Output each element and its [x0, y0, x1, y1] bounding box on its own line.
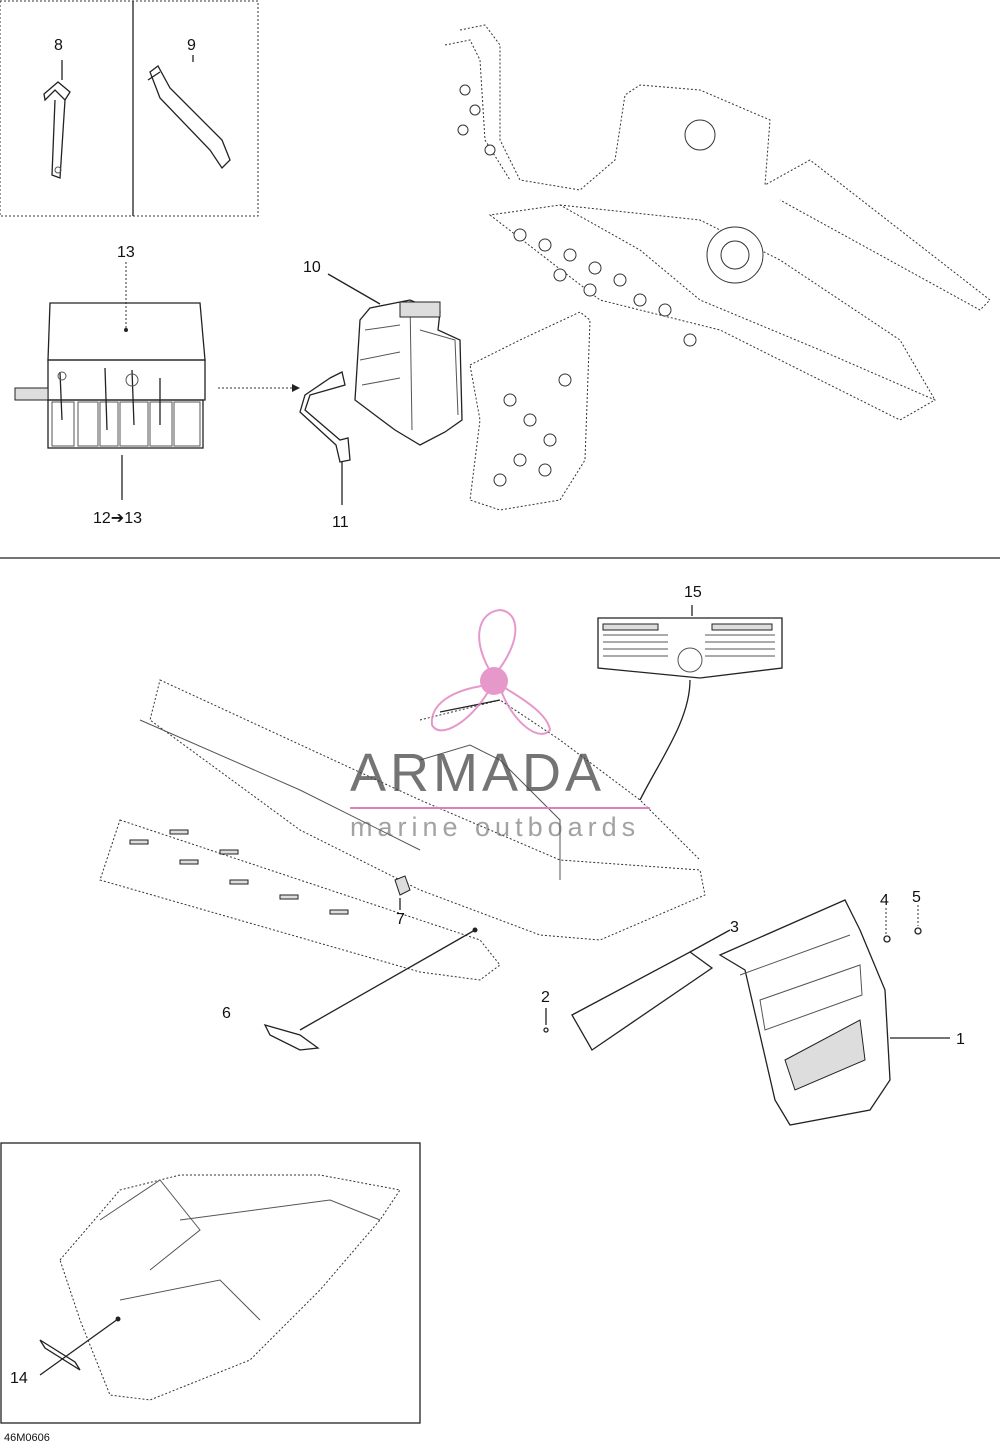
callout-10: 10	[303, 259, 321, 276]
callout-11: 11	[332, 514, 349, 531]
callout-3: 3	[730, 919, 739, 936]
tool-9-icon	[147, 55, 231, 170]
callout-1: 1	[956, 1031, 965, 1048]
callout-15: 15	[684, 584, 702, 601]
callout-14: 14	[10, 1370, 28, 1387]
callout-13: 13	[117, 244, 135, 261]
callout-5: 5	[912, 889, 921, 906]
callout-labels: 8 9 13 10 12➔13 11 15 7 4 5 3 2 6 1 14	[10, 37, 965, 1387]
warning-decal-15	[597, 605, 783, 801]
callout-2: 2	[541, 989, 550, 1006]
plate-3	[543, 929, 731, 1051]
rear-flap-1	[718, 899, 950, 1126]
callout-8: 8	[54, 37, 63, 54]
fasteners-4-5	[883, 905, 922, 943]
toolbox-illustration	[299, 273, 463, 505]
frame-holes	[457, 84, 697, 487]
tunnel-slots	[129, 829, 349, 915]
callout-6: 6	[222, 1005, 231, 1022]
tunnel-assembly	[99, 679, 706, 1051]
watermark-propeller-icon	[430, 608, 552, 735]
tools-inset	[0, 0, 259, 217]
callout-9: 9	[187, 37, 196, 54]
wrench-8-icon	[43, 60, 71, 179]
callout-7: 7	[396, 911, 405, 928]
tool-kit-illustration	[14, 262, 300, 500]
watermark-tagline: marine outboards	[350, 812, 641, 842]
callout-4: 4	[880, 892, 889, 909]
hood-inset	[0, 1142, 421, 1424]
watermark-brand: ARMADA	[350, 743, 606, 803]
chassis-frame-top	[444, 24, 991, 511]
callout-12-13: 12➔13	[93, 510, 142, 527]
drawing-reference-number: 46M0606	[4, 1432, 50, 1444]
